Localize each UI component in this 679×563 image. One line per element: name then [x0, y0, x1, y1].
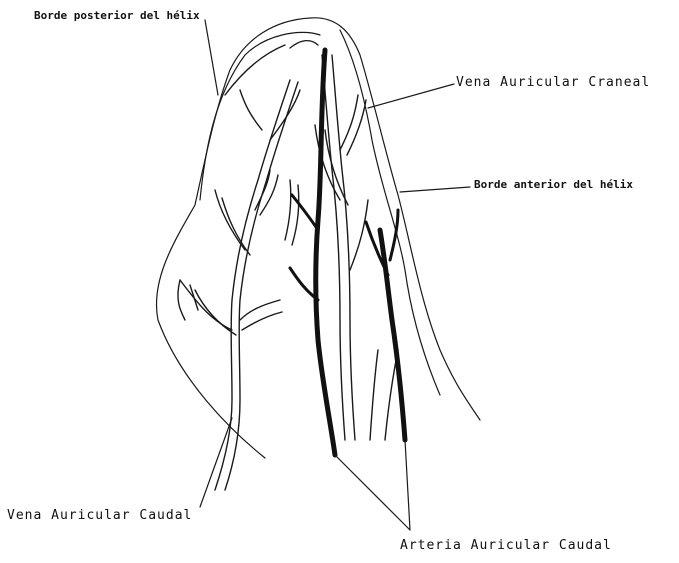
caudal-vein-branch: [225, 45, 285, 95]
cranial-vein-branch: [340, 95, 358, 150]
caudal-vein-branch: [290, 41, 318, 48]
caudal-vein-branch: [240, 90, 262, 130]
caudal-artery-2: [380, 230, 405, 440]
label-arteria-caudal: Arteria Auricular Caudal: [400, 539, 612, 552]
label-borde-posterior: Borde posterior del hélix: [34, 10, 200, 21]
caudal-artery: [316, 50, 335, 455]
caudal-vein-branch: [270, 90, 300, 140]
anterior-edge-line: [340, 30, 440, 395]
label-borde-anterior: Borde anterior del hélix: [474, 179, 633, 190]
caudal-vein-branch: [180, 280, 232, 330]
leader-arteria-1: [335, 455, 410, 530]
caudal-vein-branch: [240, 300, 280, 320]
caudal-artery-branch: [292, 195, 318, 230]
label-vena-caudal: Vena Auricular Caudal: [7, 509, 192, 522]
leader-vena-craneal: [368, 84, 454, 108]
caudal-vein-branch: [242, 312, 282, 330]
caudal-vein-trunk-2: [225, 82, 298, 490]
caudal-vein-branch: [190, 285, 198, 310]
leader-borde-posterior: [205, 20, 218, 95]
cranial-vein-trunk-2: [332, 55, 355, 440]
leader-borde-anterior: [400, 187, 470, 192]
caudal-artery-branch: [390, 210, 398, 260]
caudal-vein-branch: [285, 180, 291, 240]
cranial-vein-branch: [370, 350, 378, 440]
label-vena-craneal: Vena Auricular Craneal: [456, 76, 650, 89]
leader-vena-caudal: [200, 418, 232, 507]
leader-arteria-2: [405, 440, 410, 530]
caudal-vein-branch: [222, 198, 250, 255]
cranial-vein-branch: [350, 200, 368, 270]
